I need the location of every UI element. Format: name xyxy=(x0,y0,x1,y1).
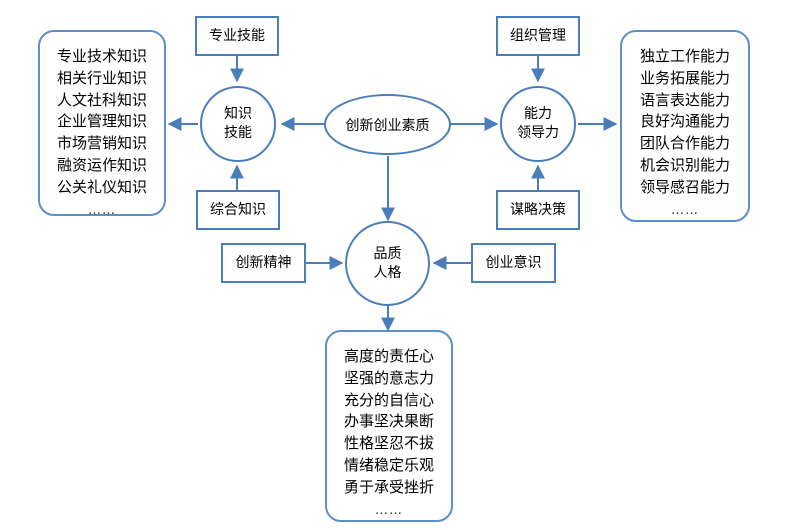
input-box-innovation-spirit[interactable]: 创新精神 xyxy=(221,243,306,283)
node-ability-leadership-label-1: 能力 xyxy=(524,106,552,123)
ability-output-line-1: 独立工作能力 xyxy=(639,47,730,65)
character-output-line-3: 充分的自信心 xyxy=(343,390,434,409)
node-character-personality-label-2: 人格 xyxy=(373,264,402,281)
node-knowledge-skill[interactable]: 知识 技能 xyxy=(200,86,276,162)
knowledge-output-line-4: 企业管理知识 xyxy=(56,112,147,131)
ability-output-line-6: 机会识别能力 xyxy=(639,155,730,174)
knowledge-output-line-6: 融资运作知识 xyxy=(56,155,147,174)
node-character-personality[interactable]: 品质 人格 xyxy=(345,221,430,306)
input-box-organization-management[interactable]: 组织管理 xyxy=(496,16,580,56)
knowledge-output-panel: 专业技术知识 相关行业知识 人文社科知识 企业管理知识 市场营销知识 融资运作知… xyxy=(38,30,166,218)
input-box-professional-skill[interactable]: 专业技能 xyxy=(195,16,279,56)
node-knowledge-skill-label-2: 技能 xyxy=(224,125,252,141)
knowledge-output-line-5: 市场营销知识 xyxy=(56,134,147,152)
input-box-strategy-decision-label: 谋略决策 xyxy=(510,201,566,218)
node-core-entrepreneurial-quality[interactable]: 创新创业素质 xyxy=(324,94,451,155)
node-ability-leadership[interactable]: 能力 领导力 xyxy=(500,86,576,162)
input-box-entrepreneurial-awareness[interactable]: 创业意识 xyxy=(471,243,556,283)
ability-output-ellipsis: …… xyxy=(671,203,699,219)
character-output-line-1: 高度的责任心 xyxy=(343,347,434,365)
node-knowledge-skill-label-1: 知识 xyxy=(224,106,252,123)
input-box-innovation-spirit-label: 创新精神 xyxy=(235,254,292,271)
knowledge-output-line-7: 公关礼仪知识 xyxy=(56,177,147,196)
character-output-line-7: 勇于承受挫折 xyxy=(343,477,434,496)
character-output-line-6: 情绪稳定乐观 xyxy=(343,455,434,474)
input-box-entrepreneurial-awareness-label: 创业意识 xyxy=(485,254,542,271)
knowledge-output-line-2: 相关行业知识 xyxy=(56,68,147,87)
input-box-general-knowledge[interactable]: 综合知识 xyxy=(196,190,280,230)
character-output-line-5: 性格坚忍不拔 xyxy=(343,434,434,452)
input-box-strategy-decision[interactable]: 谋略决策 xyxy=(496,190,580,230)
character-output-line-4: 办事坚决果断 xyxy=(343,412,434,431)
ability-output-line-5: 团队合作能力 xyxy=(639,134,730,152)
character-output-panel: 高度的责任心 坚强的意志力 充分的自信心 办事坚决果断 性格坚忍不拔 情绪稳定乐… xyxy=(325,330,453,522)
character-output-line-2: 坚强的意志力 xyxy=(343,368,434,387)
character-output-ellipsis: …… xyxy=(375,503,403,519)
ability-output-line-3: 语言表达能力 xyxy=(639,90,730,109)
input-box-general-knowledge-label: 综合知识 xyxy=(210,201,266,218)
ability-output-line-2: 业务拓展能力 xyxy=(639,68,730,87)
ability-output-line-4: 良好沟通能力 xyxy=(639,112,730,131)
input-box-organization-management-label: 组织管理 xyxy=(510,27,566,44)
ability-output-panel: 独立工作能力 业务拓展能力 语言表达能力 良好沟通能力 团队合作能力 机会识别能… xyxy=(620,30,750,222)
ability-output-line-7: 领导感召能力 xyxy=(639,177,730,196)
node-core-entrepreneurial-quality-label: 创新创业素质 xyxy=(345,117,430,134)
knowledge-output-ellipsis: …… xyxy=(88,203,116,219)
node-ability-leadership-label-2: 领导力 xyxy=(517,125,559,141)
input-box-professional-skill-label: 专业技能 xyxy=(209,27,265,44)
node-character-personality-label-1: 品质 xyxy=(373,245,402,262)
knowledge-output-line-1: 专业技术知识 xyxy=(56,47,147,65)
knowledge-output-line-3: 人文社科知识 xyxy=(56,90,147,109)
